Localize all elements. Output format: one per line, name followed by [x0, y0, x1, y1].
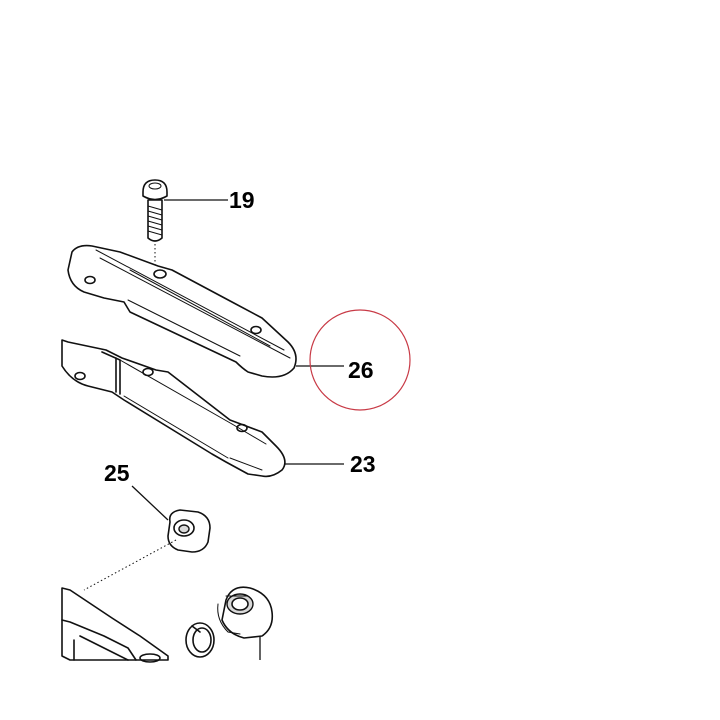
callout-label-25: 25: [104, 460, 130, 486]
callout-23: 23: [350, 451, 376, 477]
screw-part-19: [142, 179, 168, 272]
callout-26: 26: [348, 357, 374, 383]
bracket-part-23: [61, 339, 344, 478]
housing-fragment: [61, 587, 169, 663]
callout-label-19: 19: [229, 187, 255, 213]
callout-label-26: 26: [348, 357, 374, 383]
callout-19: 19: [164, 187, 255, 213]
nut-part-25: [83, 485, 211, 591]
bushing-part: [217, 586, 274, 660]
highlight-circle: [309, 309, 411, 411]
bracket-part-26: [67, 244, 344, 378]
callout-25: 25: [104, 460, 130, 486]
callout-label-23: 23: [350, 451, 376, 477]
snap-ring-part: [185, 622, 215, 658]
